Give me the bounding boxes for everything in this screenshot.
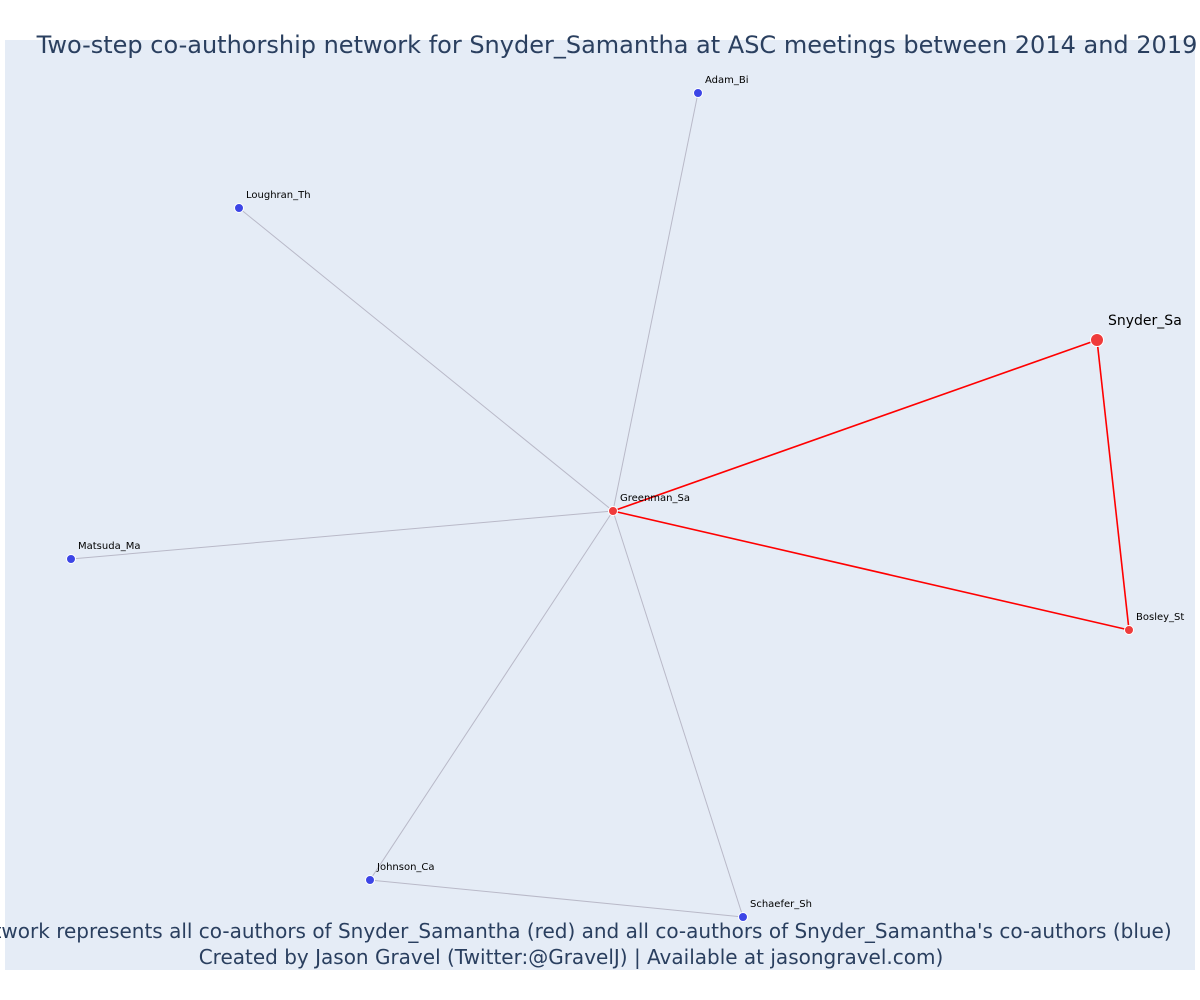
edge-Greenman_Sa-Adam_Bi <box>612 92 699 512</box>
node-Schaefer_Sh[interactable] <box>738 912 748 922</box>
node-label-Schaefer_Sh: Schaefer_Sh <box>750 899 812 910</box>
node-Snyder_Sa[interactable] <box>1090 333 1104 347</box>
edge-Johnson_Ca-Schaefer_Sh <box>369 879 744 918</box>
node-label-Matsuda_Ma: Matsuda_Ma <box>78 541 140 552</box>
edge-Greenman_Sa-Bosley_St <box>612 510 1130 631</box>
node-label-Johnson_Ca: Johnson_Ca <box>376 862 435 873</box>
plot-background <box>5 40 1195 970</box>
edge-Greenman_Sa-Johnson_Ca <box>369 510 614 881</box>
node-label-Loughran_Th: Loughran_Th <box>246 190 311 201</box>
node-Johnson_Ca[interactable] <box>365 875 375 885</box>
node-layer <box>66 88 1134 922</box>
caption-line-2: Created by Jason Gravel (Twitter:@Gravel… <box>199 945 944 969</box>
node-Matsuda_Ma[interactable] <box>66 554 76 564</box>
figure-title: Two-step co-authorship network for Snyde… <box>36 31 1198 59</box>
node-Adam_Bi[interactable] <box>693 88 703 98</box>
edge-Snyder_Sa-Bosley_St <box>1096 339 1130 631</box>
node-label-Greenman_Sa: Greenman_Sa <box>620 493 690 504</box>
node-Bosley_St[interactable] <box>1124 625 1134 635</box>
node-label-Snyder_Sa: Snyder_Sa <box>1108 313 1182 329</box>
edge-Snyder_Sa-Greenman_Sa <box>612 339 1098 512</box>
edge-Greenman_Sa-Loughran_Th <box>238 207 614 512</box>
edge-Greenman_Sa-Matsuda_Ma <box>70 510 614 560</box>
edge-layer <box>70 92 1130 918</box>
node-Greenman_Sa[interactable] <box>608 506 618 516</box>
node-label-Adam_Bi: Adam_Bi <box>705 75 749 86</box>
edge-Greenman_Sa-Schaefer_Sh <box>612 510 744 918</box>
node-label-Bosley_St: Bosley_St <box>1136 612 1184 623</box>
node-Loughran_Th[interactable] <box>234 203 244 213</box>
caption-line-1: Network represents all co-authors of Sny… <box>0 919 1172 943</box>
